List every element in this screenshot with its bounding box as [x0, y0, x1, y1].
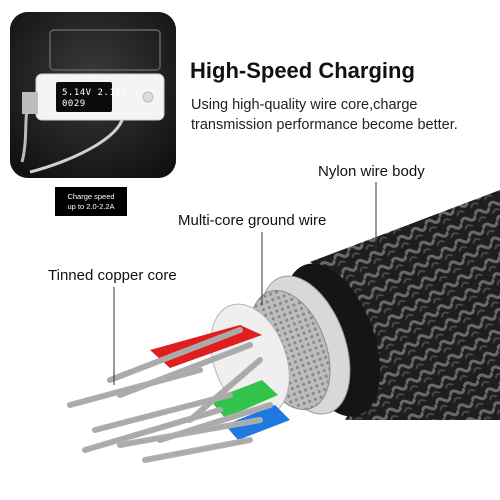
red-wire [150, 325, 262, 368]
page-title: High-Speed Charging [190, 58, 415, 83]
usb-meter-illustration [10, 12, 176, 178]
badge-line2: up to 2.0-2.2A [67, 201, 115, 211]
multi-core-ground-wire-label: Multi-core ground wire [178, 212, 327, 229]
copper-strands [67, 327, 273, 463]
usb-meter-photo: 5.14V 2.13A 0029 [10, 12, 176, 178]
nylon-braid-body [310, 190, 500, 420]
nylon-wire-body-label: Nylon wire body [318, 163, 425, 180]
green-wire [210, 380, 278, 418]
charge-speed-badge: Charge speed up to 2.0-2.2A [55, 187, 127, 216]
meter-readout-line2: 0029 [62, 99, 86, 109]
page-subtitle: Using high-quality wire core,charge tran… [191, 97, 458, 133]
meter-readout-line1: 5.14V 2.13A [62, 88, 128, 98]
tinned-copper-core-label: Tinned copper core [48, 267, 177, 284]
badge-line1: Charge speed [67, 191, 115, 201]
